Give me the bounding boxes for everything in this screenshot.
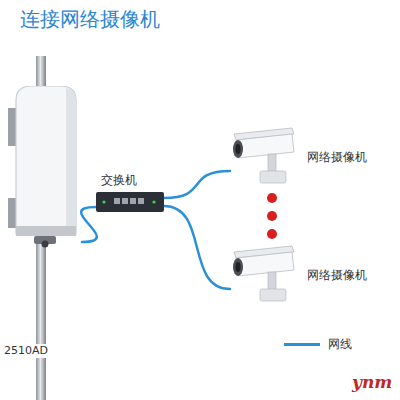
bridge-device-art [8, 86, 82, 248]
legend: 网线 [284, 336, 352, 353]
legend-line-sample [284, 343, 320, 346]
node-label: 网络摄像机 [306, 150, 368, 164]
network-switch: 交换机 [96, 192, 164, 212]
camera-art [230, 244, 300, 304]
node-label: 2510AD [3, 344, 49, 358]
legend-text: 网线 [328, 336, 352, 353]
network-cable [81, 207, 97, 242]
node-label: 网络摄像机 [306, 268, 368, 282]
watermark: ynm [352, 372, 392, 392]
node-label: 交换机 [100, 173, 138, 187]
wireless-bridge: 2510AD [8, 86, 82, 248]
network-cable [164, 171, 230, 198]
network-camera: 网络摄像机 [230, 244, 300, 304]
network-cable [164, 206, 230, 289]
camera-art [230, 126, 300, 186]
network-camera: 网络摄像机 [230, 126, 300, 186]
ellipsis-dot [267, 229, 277, 239]
diagram-title: 连接网络摄像机 [20, 6, 160, 32]
ellipsis-dot [267, 211, 277, 221]
switch-ports [96, 192, 164, 212]
ellipsis-dot [267, 193, 277, 203]
